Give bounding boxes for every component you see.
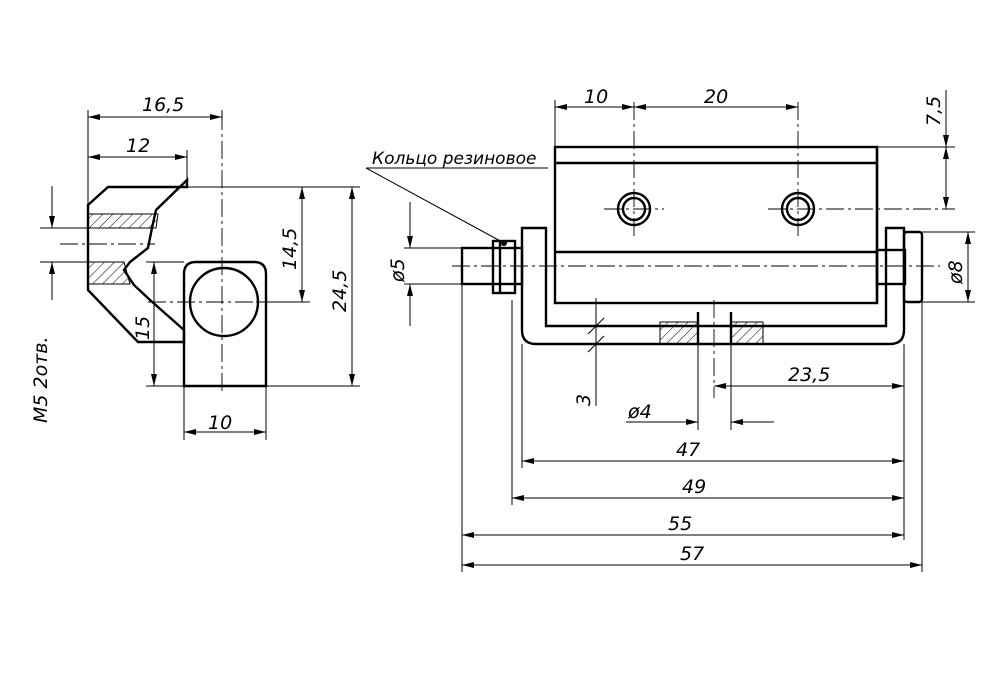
dim-total-height-label: 24,5 (329, 270, 351, 312)
side-leaf-outline (86, 177, 189, 344)
dim-57-label: 57 (680, 543, 704, 565)
pin-right (875, 248, 907, 286)
dim-slot-offset-label: 23,5 (788, 364, 830, 386)
tick (587, 335, 605, 353)
pin-head (902, 230, 924, 304)
head-diameter-label: ø8 (945, 260, 967, 285)
bottom-leaf (520, 226, 906, 346)
leader-line (365, 167, 505, 244)
rubber-ring-label: Кольцо резиновое (372, 149, 536, 169)
front-view: 10 20 7,5 ø5 ø8 3 23,5 ø4 47 49 55 57 Ко… (365, 86, 975, 572)
dim-lower-height-label: 15 (132, 316, 154, 340)
side-knuckle-outline (182, 260, 268, 388)
dim-overall-width-label: 16,5 (142, 94, 184, 116)
thread-hatch-lower (87, 261, 131, 285)
slot-hatch-left (659, 321, 699, 345)
hole-diameter-label: ø4 (627, 401, 652, 423)
dim-top-offset-label: 7,5 (923, 96, 945, 126)
slot-hatch-right (730, 321, 764, 345)
dim-hole-offset-label: 10 (584, 86, 608, 108)
side-view: 16,5 12 10 14,5 24,5 15 M5 2отв. (30, 94, 360, 440)
dim-hole-pitch-label: 20 (704, 86, 728, 108)
tick (587, 317, 605, 335)
pin-diameter-label: ø5 (387, 258, 409, 283)
dim-49-label: 49 (682, 476, 706, 498)
dim-knuckle-width-label: 10 (208, 412, 232, 434)
front-leaf (553, 145, 879, 305)
thread-hatch-upper (87, 213, 159, 229)
dim-chamfer-width-label: 12 (126, 135, 150, 157)
dim-47-label: 47 (676, 439, 700, 461)
thread-note-label: M5 2отв. (30, 336, 52, 423)
dim-55-label: 55 (668, 513, 692, 535)
dim-bore-height-label: 14,5 (279, 228, 301, 270)
dim-wall-label: 3 (573, 394, 595, 406)
